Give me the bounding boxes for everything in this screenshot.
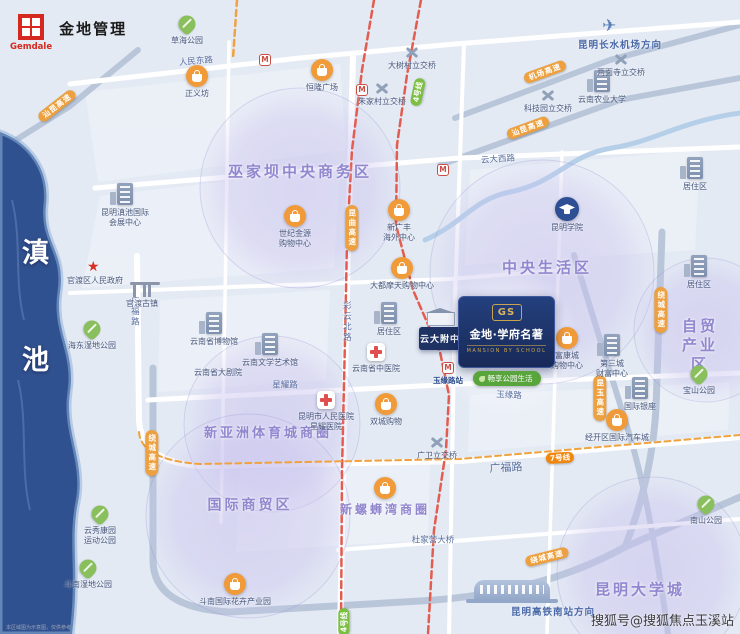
lake-waves	[11, 199, 31, 511]
brand-logo: Gemdale 金地管理	[10, 14, 127, 52]
property-card: GS 金地·学府名著 MANSION BY SCHOOL 畅享公园生活	[458, 296, 555, 386]
lake-label: 滇池	[17, 238, 48, 452]
metro-line-short	[231, 0, 239, 60]
watermark: 搜狐号@搜狐焦点玉溪站	[590, 614, 734, 629]
school-building-icon	[425, 308, 455, 326]
metro-line-7	[138, 431, 740, 466]
airport-expressway-line	[452, 22, 740, 121]
school-sign: 云大附中	[419, 327, 461, 350]
brand-name-en: Gemdale	[10, 42, 53, 52]
property-tag-text: 畅享公园生活	[487, 374, 533, 383]
district-circle-trade-zone	[145, 413, 351, 619]
brand-name-cn: 金地管理	[59, 20, 128, 38]
shankun-expressway-line	[437, 75, 740, 168]
brand-mark-column: Gemdale	[10, 14, 52, 52]
property-tag: 畅享公园生活	[472, 371, 541, 386]
property-name: 金地·学府名著	[469, 328, 544, 341]
property-logo-mark: GS	[491, 304, 522, 321]
renmin-east-road-line	[67, 19, 740, 87]
dianchi-lake-shape	[0, 129, 83, 634]
gemdale-logo-icon	[18, 14, 45, 40]
property-subtitle: MANSION BY SCHOOL	[466, 345, 547, 354]
district-circle-university-town	[556, 476, 740, 634]
district-circle-wujiaba	[199, 87, 401, 289]
disclaimer-text: 本区域图为示意图，仅供参考	[6, 625, 72, 631]
metro-line-4-east	[394, 0, 451, 634]
leaf-icon	[478, 375, 485, 382]
